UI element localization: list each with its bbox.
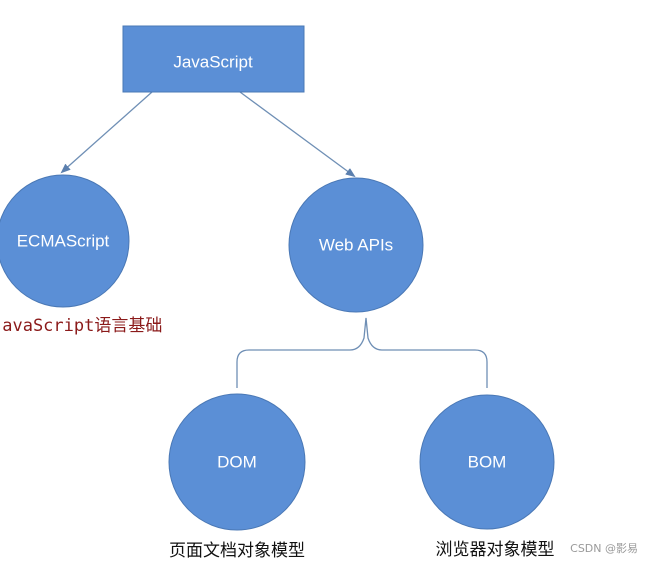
node-dom-label: DOM: [217, 452, 257, 471]
caption-bom: 浏览器对象模型: [436, 540, 555, 560]
node-javascript: JavaScript: [122, 25, 305, 93]
node-bom: BOM: [419, 394, 555, 530]
node-webapis-label: Web APIs: [319, 235, 393, 254]
node-javascript-label: JavaScript: [173, 52, 253, 71]
node-dom: DOM: [168, 393, 306, 531]
node-bom-label: BOM: [468, 452, 507, 471]
watermark: CSDN @影易: [570, 542, 638, 555]
edge-root-to-ecmascript: [60, 91, 153, 174]
caption-dom: 页面文档对象模型: [169, 541, 305, 561]
node-ecmascript: ECMAScript: [0, 174, 130, 308]
edge-root-to-webapis: [239, 91, 356, 178]
caption-ecmascript: JavaScript语言基础: [0, 316, 162, 336]
bracket-webapis-children: [236, 317, 488, 388]
node-webapis: Web APIs: [288, 177, 424, 313]
node-ecmascript-label: ECMAScript: [17, 231, 110, 250]
